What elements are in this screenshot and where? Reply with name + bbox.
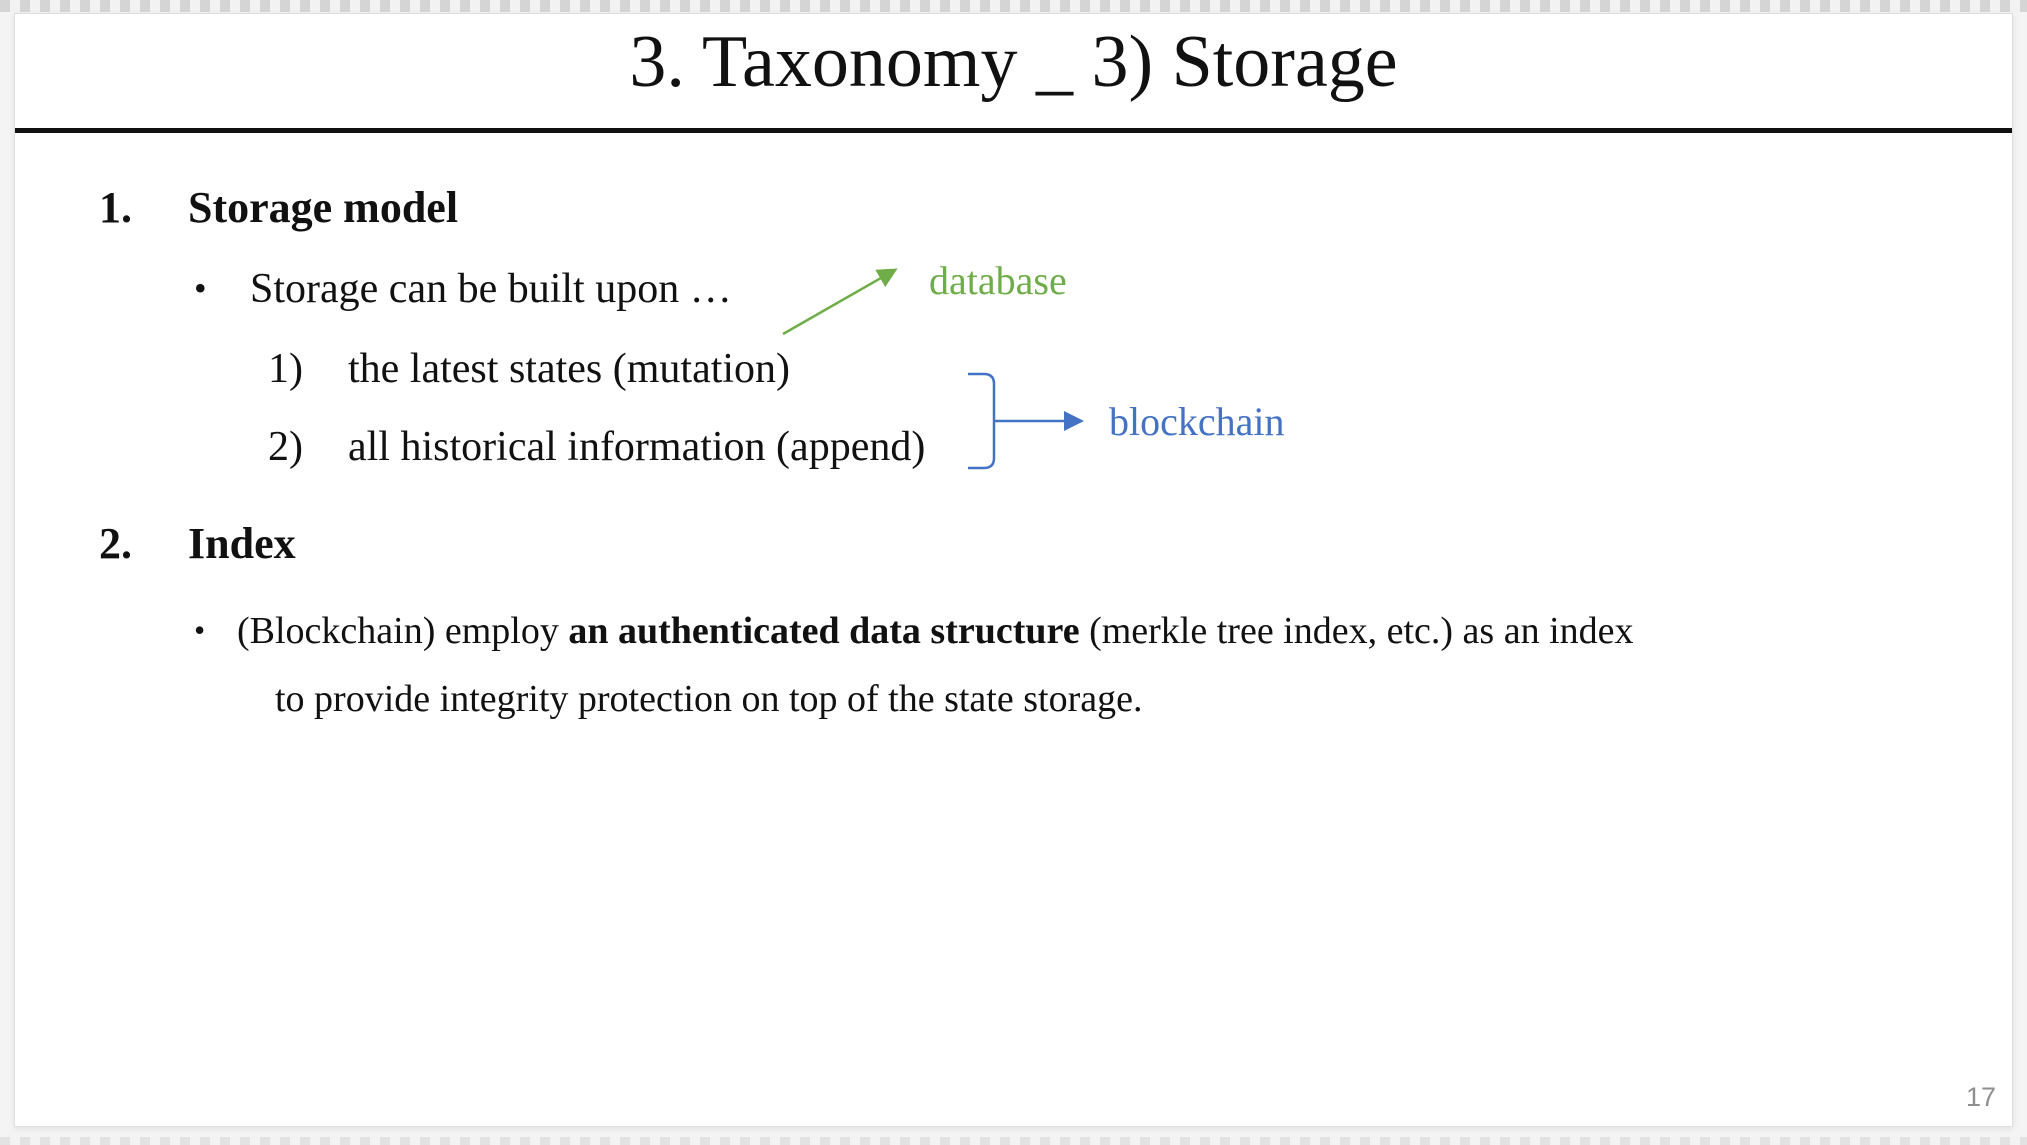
- blockchain-label: blockchain: [1109, 399, 1285, 444]
- canvas-edge-pattern-bottom: [0, 1137, 2027, 1145]
- storage-item-1-number: 1): [268, 346, 303, 392]
- section-1-number: 1.: [99, 183, 132, 232]
- blockchain-bracket-icon: [968, 372, 996, 470]
- annotation-connectors: [782, 268, 1084, 470]
- index-bullet-line-2: to provide integrity protection on top o…: [275, 678, 1143, 720]
- slide-title: 3. Taxonomy _ 3) Storage: [629, 21, 1398, 103]
- storage-bullet-line: • Storage can be built upon …: [194, 268, 732, 310]
- storage-item-1: 1) the latest states (mutation): [268, 348, 790, 390]
- storage-bullet-text: Storage can be built upon …: [250, 266, 732, 312]
- canvas-edge-pattern-top: [0, 0, 2027, 12]
- index-bullet-line-1: • (Blockchain) employ an authenticated da…: [194, 612, 1634, 650]
- bullet-dot-icon: •: [194, 612, 206, 648]
- title-divider-line: [15, 128, 2012, 133]
- storage-item-2: 2) all historical information (append): [268, 426, 925, 468]
- slide-canvas: 3. Taxonomy _ 3) Storage 1. Storage model…: [14, 13, 2013, 1127]
- section-1-heading-label: Storage model: [188, 183, 459, 232]
- index-bullet-bold-phrase: an authenticated data structure: [568, 610, 1080, 652]
- index-bullet-suffix: (merkle tree index, etc.) as an index: [1079, 610, 1634, 652]
- section-2-heading-label: Index: [188, 519, 296, 568]
- index-bullet-prefix: (Blockchain) employ: [237, 610, 569, 652]
- bullet-dot-icon: •: [194, 268, 207, 308]
- section-1-heading: 1. Storage model: [99, 186, 458, 230]
- page-number: 17: [1965, 1082, 1996, 1112]
- database-arrow-icon: [782, 268, 898, 336]
- storage-item-2-text: all historical information (append): [348, 424, 926, 470]
- section-2-number: 2.: [99, 519, 132, 568]
- storage-item-1-text: the latest states (mutation): [348, 346, 791, 392]
- storage-item-2-number: 2): [268, 424, 303, 470]
- section-2-heading: 2. Index: [99, 522, 296, 566]
- database-label: database: [929, 258, 1067, 303]
